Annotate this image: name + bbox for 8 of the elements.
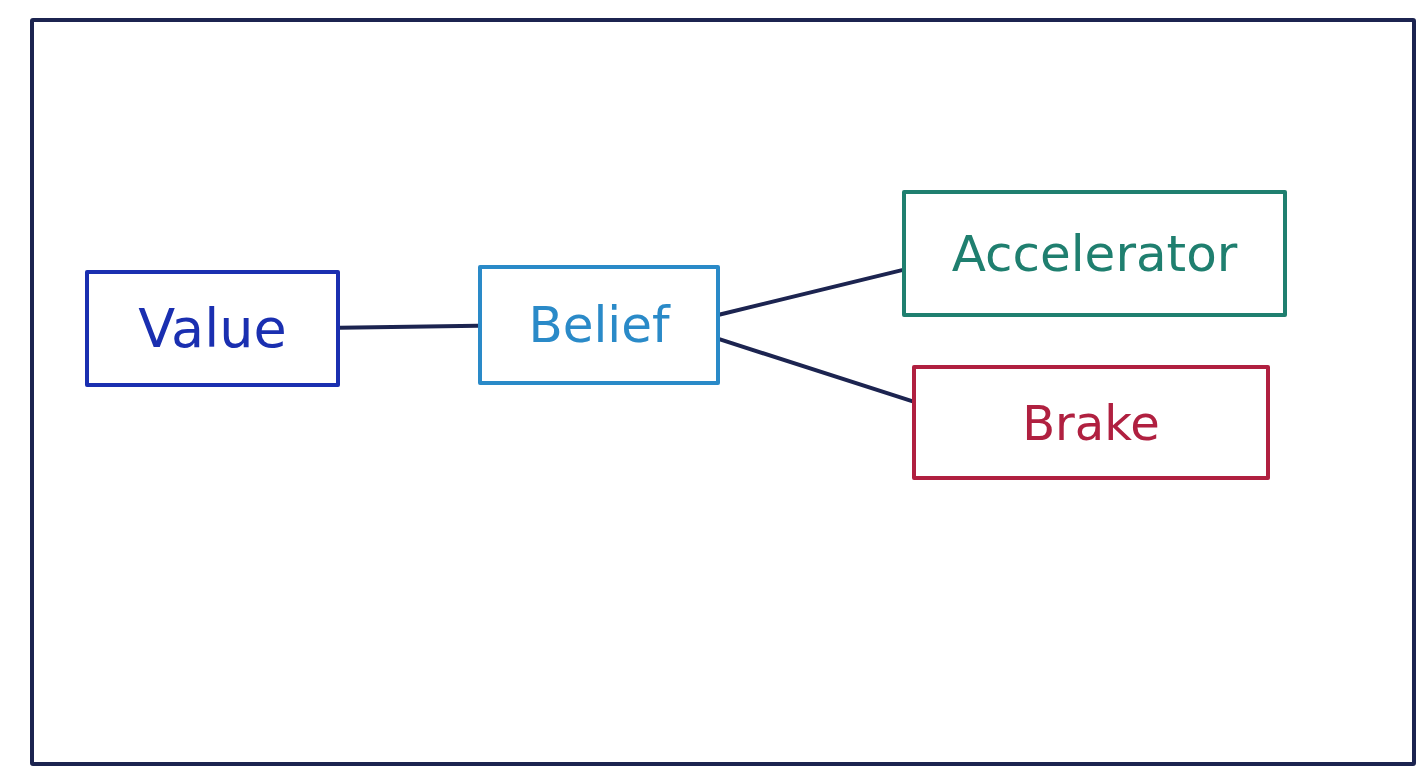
box-label: Brake xyxy=(1022,394,1160,451)
box-label: Accelerator xyxy=(951,224,1238,283)
box-label: Belief xyxy=(528,296,670,354)
concept-box xyxy=(478,265,720,385)
concept-box xyxy=(85,270,340,387)
concept-box xyxy=(912,365,1270,480)
box-label: Value xyxy=(138,297,287,360)
concept-box xyxy=(902,190,1287,317)
